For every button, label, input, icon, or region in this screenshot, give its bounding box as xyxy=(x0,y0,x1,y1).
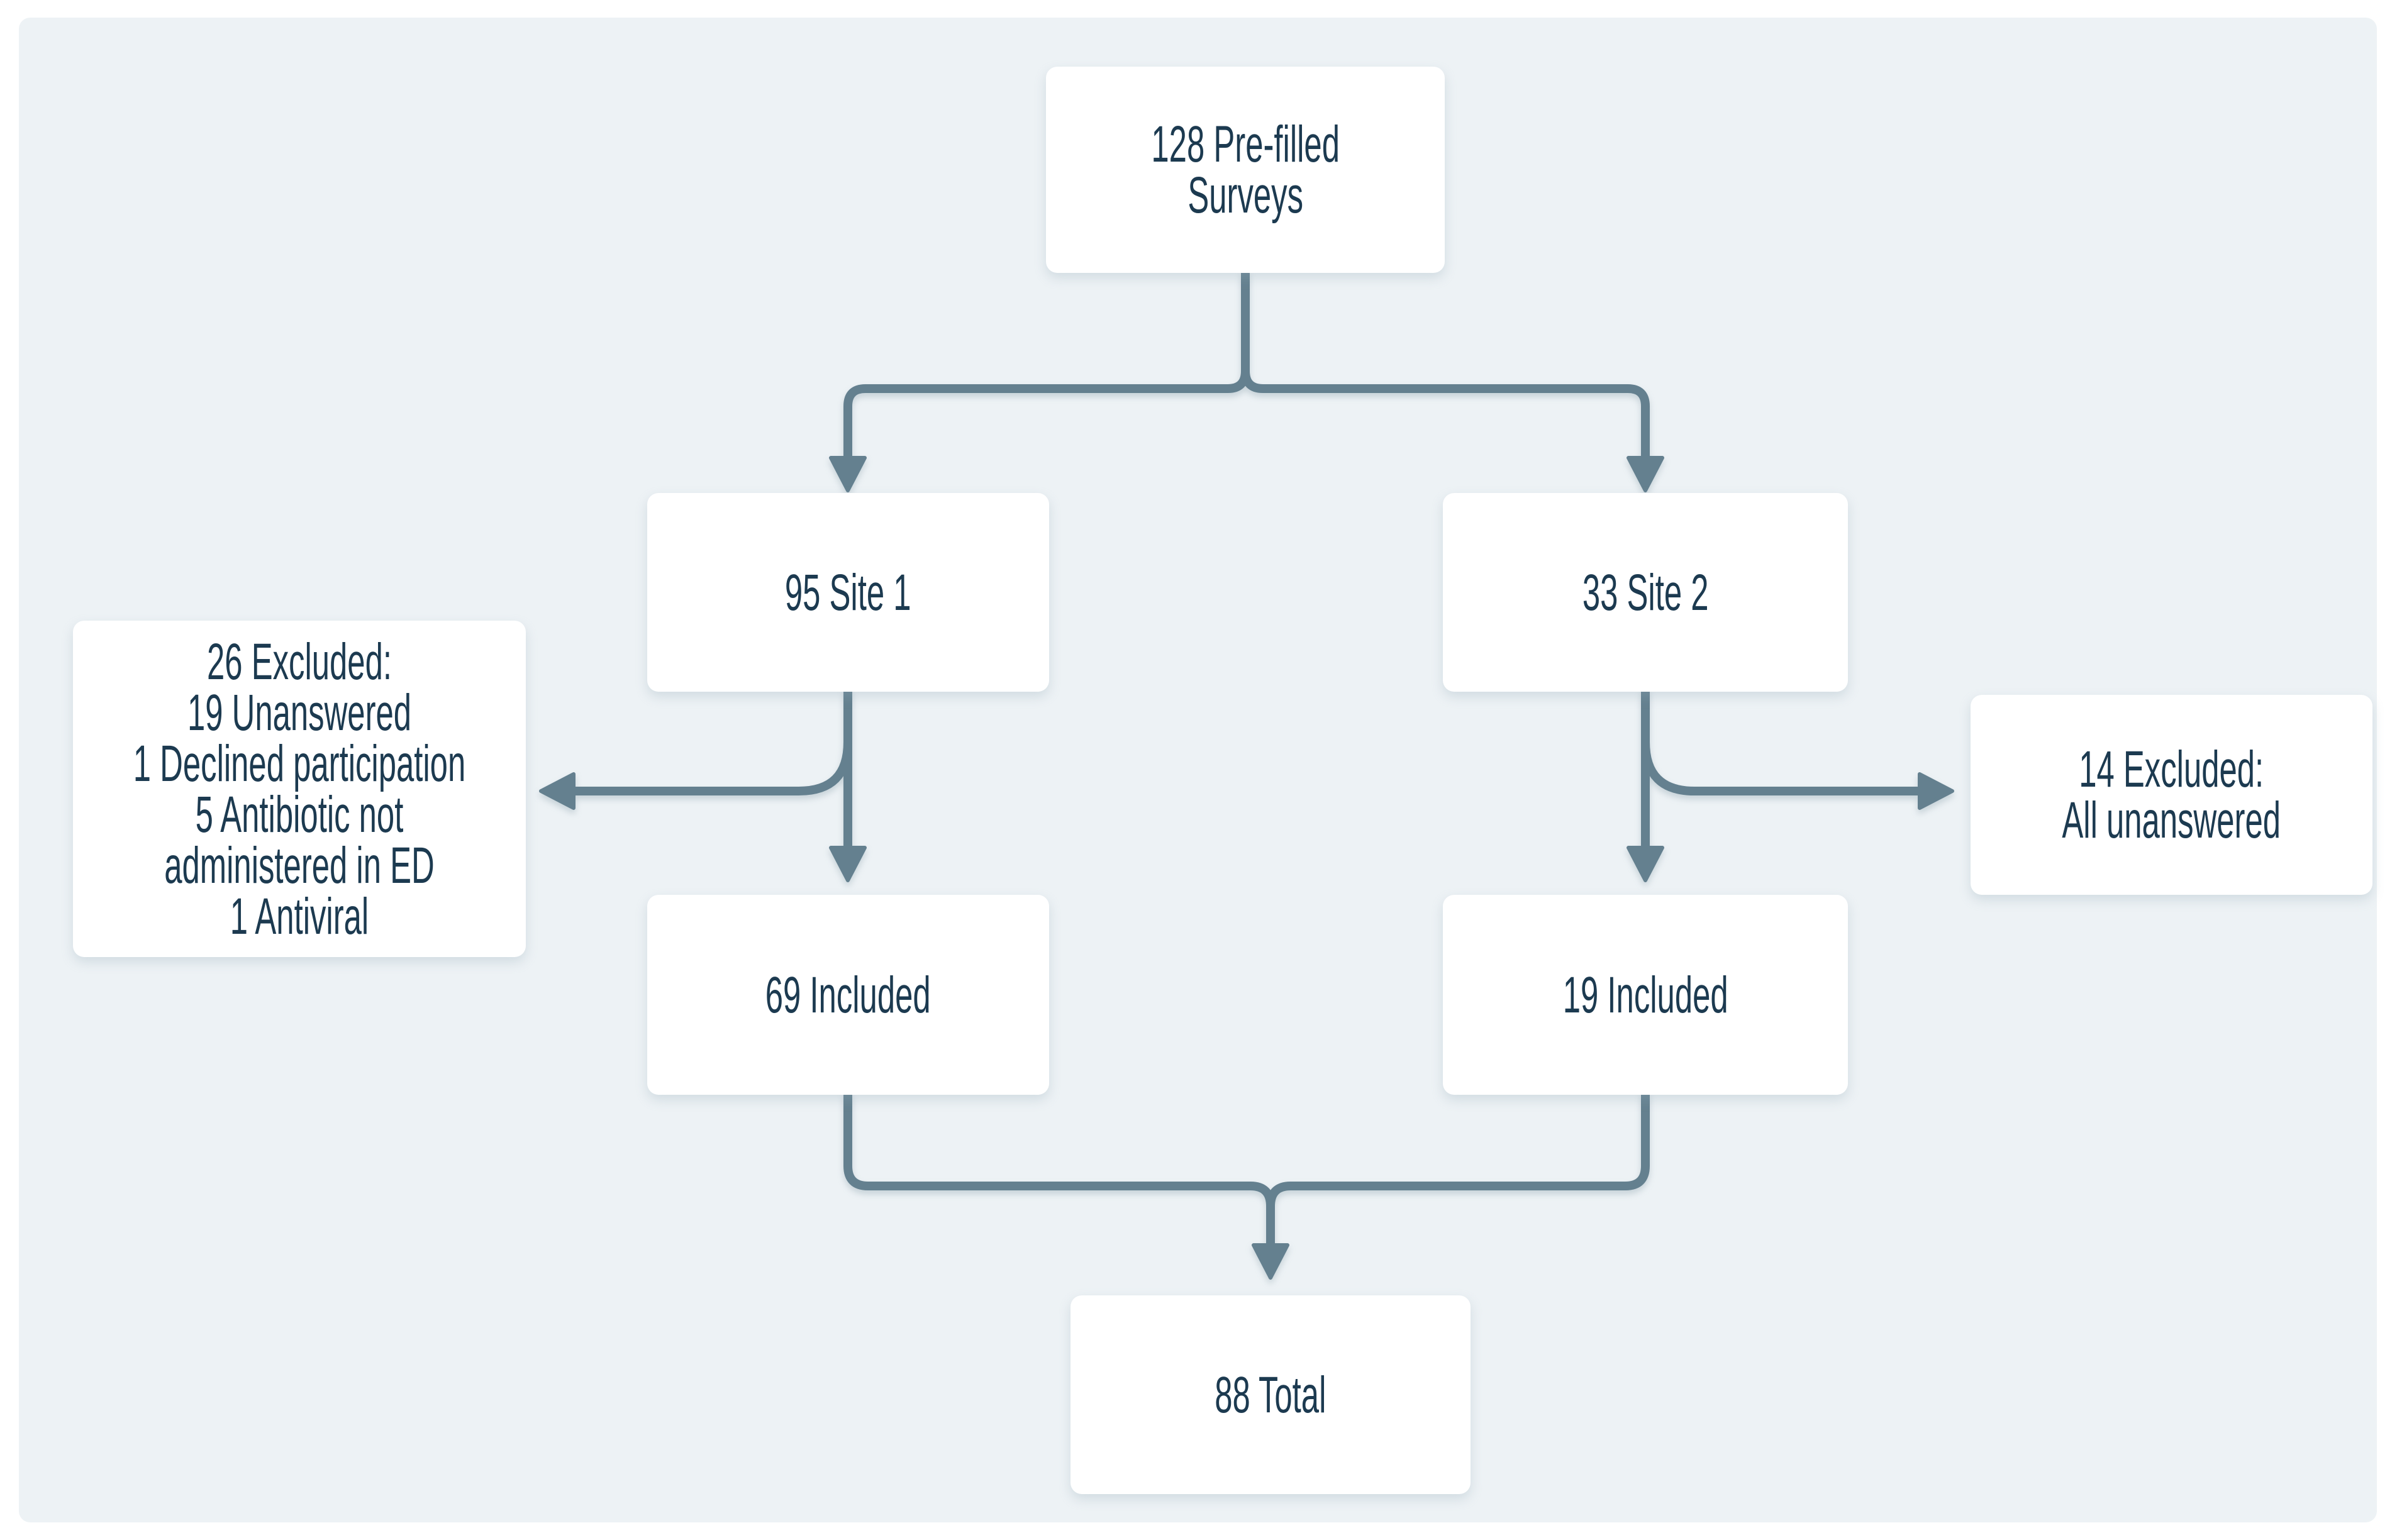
node-site2-label: 33 Site 2 xyxy=(1582,563,1709,621)
node-site1-excluded: 26 Excluded: 19 Unanswered 1 Declined pa… xyxy=(73,621,526,957)
node-site1-excluded-label: 26 Excluded: 19 Unanswered 1 Declined pa… xyxy=(133,633,466,945)
node-prefilled-surveys: 128 Pre-filled Surveys xyxy=(1046,67,1445,273)
arrowhead-down-site2-included xyxy=(1627,846,1664,882)
node-prefilled-surveys-label: 128 Pre-filled Surveys xyxy=(1151,116,1340,224)
edge-site2-to-excluded xyxy=(1641,738,1924,795)
node-site2-excluded-label: 14 Excluded: All unanswered xyxy=(2062,741,2281,849)
node-site1: 95 Site 1 xyxy=(647,493,1049,692)
edge-surveys-to-site2 xyxy=(1241,270,1650,463)
edge-surveys-to-site1 xyxy=(843,270,1250,463)
arrowhead-down-total xyxy=(1252,1243,1289,1280)
node-total-label: 88 Total xyxy=(1215,1366,1326,1424)
arrowhead-down-site1 xyxy=(829,456,867,492)
edge-site1-to-excluded xyxy=(569,738,852,795)
arrowhead-right-site2-excluded xyxy=(1918,772,1954,810)
node-site2: 33 Site 2 xyxy=(1443,493,1848,692)
node-site1-included: 69 Included xyxy=(647,895,1049,1095)
arrowhead-down-site1-included xyxy=(829,846,867,882)
node-site2-excluded: 14 Excluded: All unanswered xyxy=(1971,695,2372,895)
node-site2-included: 19 Included xyxy=(1443,895,1848,1095)
arrowhead-left-site1-excluded xyxy=(539,772,576,810)
arrowhead-down-site2 xyxy=(1627,456,1664,492)
node-total: 88 Total xyxy=(1071,1295,1471,1494)
node-site2-included-label: 19 Included xyxy=(1562,966,1728,1024)
edge-site2-included-to-total xyxy=(1266,1090,1650,1248)
node-site1-included-label: 69 Included xyxy=(765,966,931,1024)
node-site1-label: 95 Site 1 xyxy=(785,563,911,621)
edge-site1-included-to-total xyxy=(843,1090,1275,1248)
